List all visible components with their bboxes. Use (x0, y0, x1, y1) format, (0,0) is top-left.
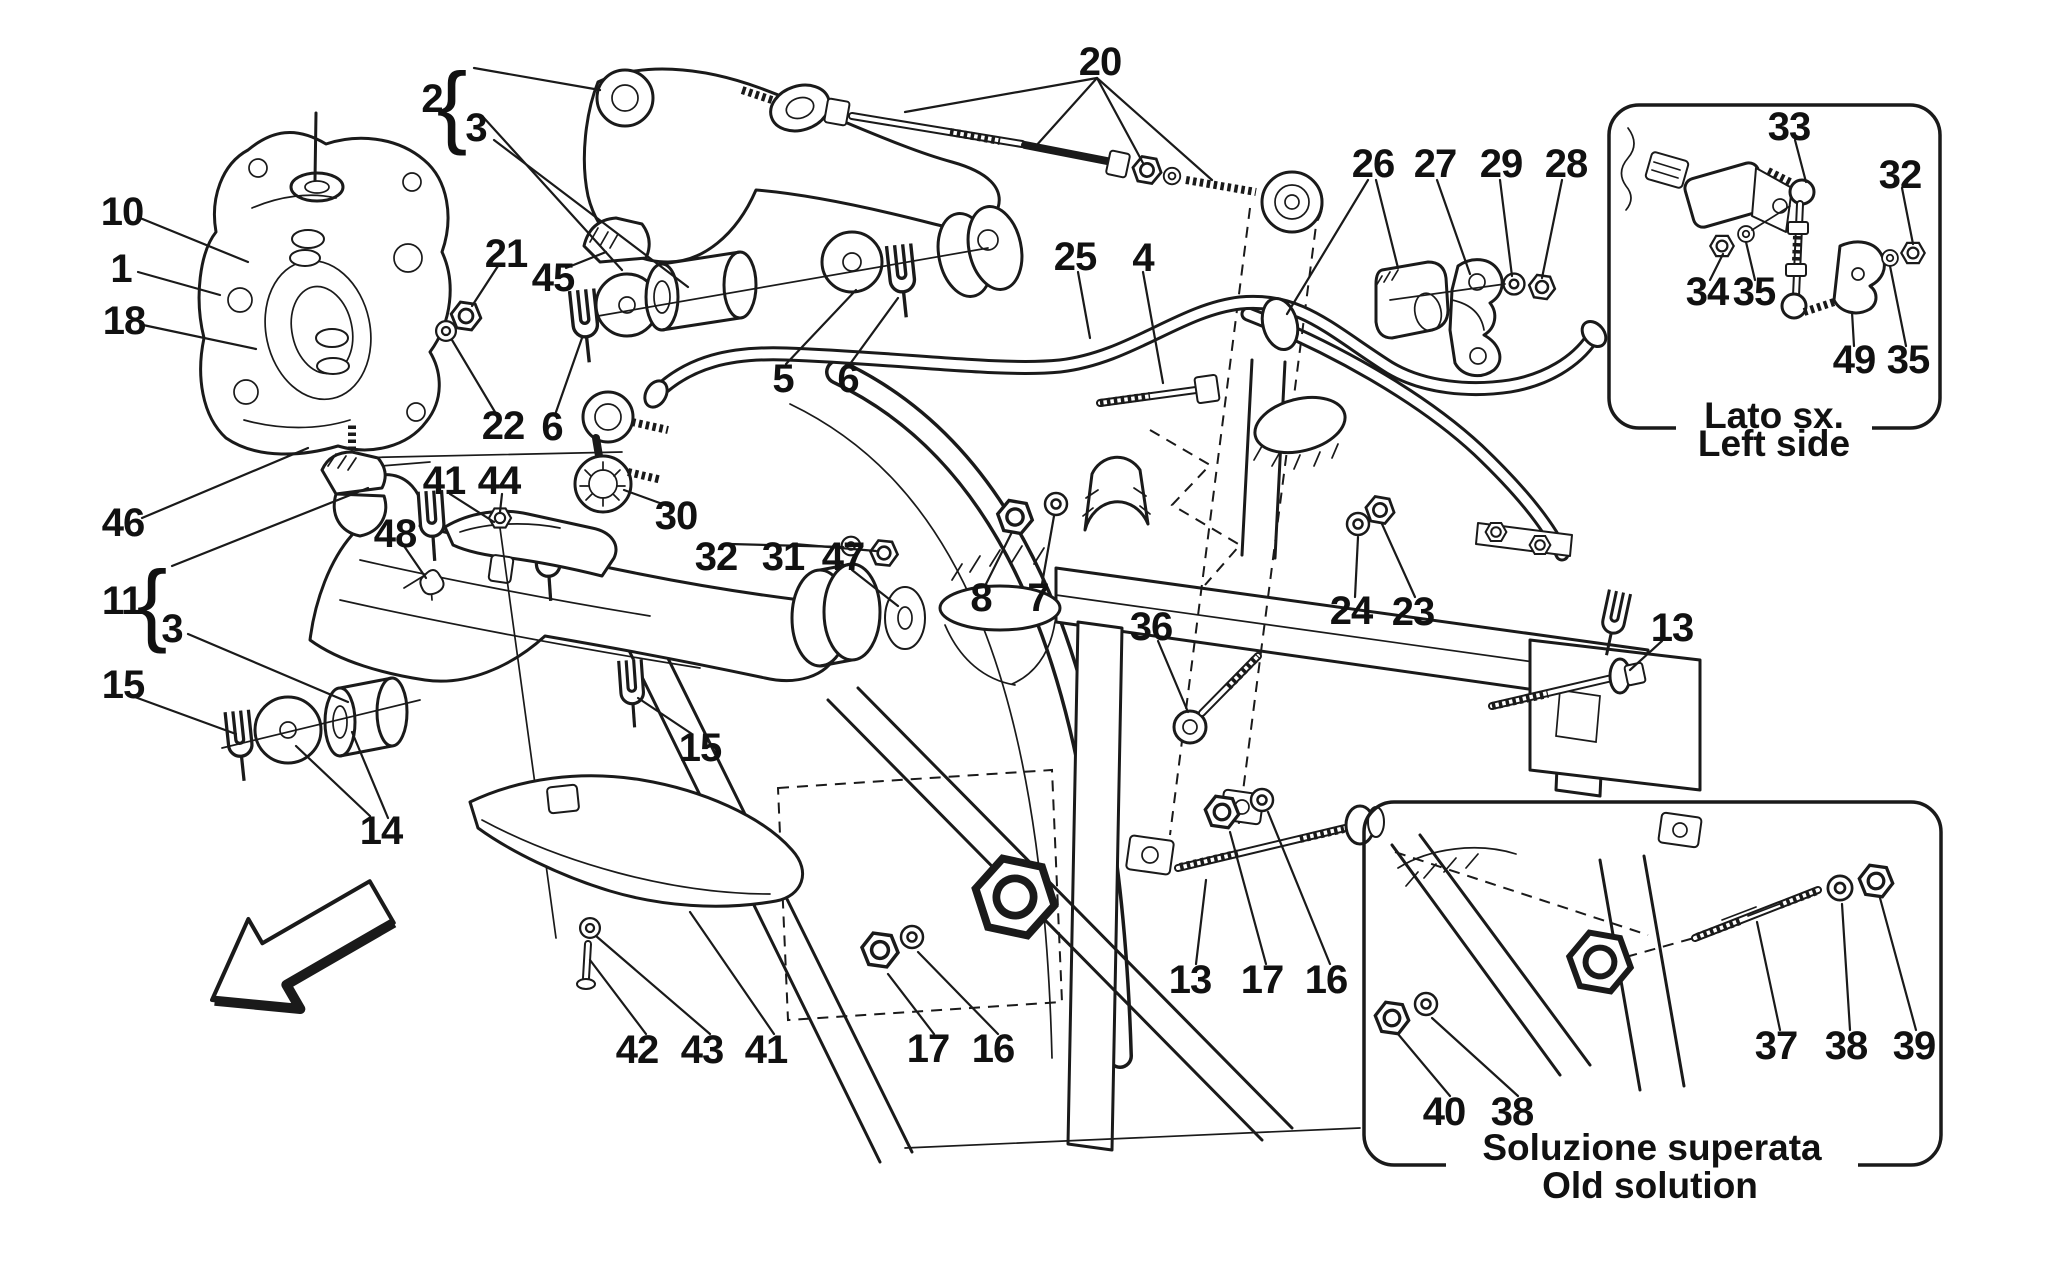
callout-8-35: 8 (970, 576, 992, 620)
callout-2-0: 2 (421, 77, 443, 121)
inset-left-side (1607, 103, 1942, 436)
callout-14-42: 14 (359, 809, 403, 853)
callout-17-49: 17 (1240, 958, 1284, 1002)
upper-wishbone (567, 67, 1024, 366)
callout-group-brace-1: { (136, 552, 168, 655)
callout-23-38: 23 (1391, 590, 1435, 634)
callout-35-21: 35 (1732, 270, 1776, 314)
callout-42-43: 42 (615, 1028, 659, 1072)
callout-48-28: 48 (373, 512, 417, 556)
callout-28-17: 28 (1544, 142, 1588, 186)
callout-29-16: 29 (1479, 142, 1523, 186)
callout-32-32: 32 (694, 535, 738, 579)
callout-46-24: 46 (101, 501, 145, 545)
callout-26-14: 26 (1351, 142, 1395, 186)
callout-17-46: 17 (906, 1027, 950, 1071)
callout-31-33: 31 (761, 535, 805, 579)
callout-10-2: 10 (100, 190, 144, 234)
callout-45-6: 45 (531, 256, 575, 300)
callout-18-4: 18 (102, 299, 146, 343)
callout-35-23: 35 (1886, 338, 1930, 382)
callout-37-51: 37 (1754, 1024, 1798, 1068)
bar-clamp-parts (1374, 258, 1558, 378)
callout-7-36: 7 (1027, 576, 1049, 620)
callout-group-brace-0: { (436, 54, 468, 157)
callout-41-45: 41 (744, 1028, 788, 1072)
callout-15-27: 15 (101, 663, 145, 707)
callout-25-12: 25 (1053, 235, 1097, 279)
callout-32-19: 32 (1878, 153, 1922, 197)
callout-4-13: 4 (1132, 236, 1154, 280)
inset-old-solution (1362, 800, 1943, 1172)
callout-36-39: 36 (1129, 605, 1173, 649)
callout-27-15: 27 (1413, 142, 1457, 186)
loose-fasteners (840, 373, 1647, 970)
callout-40-54: 40 (1422, 1090, 1466, 1134)
callout-11-25: 11 (101, 579, 143, 623)
inset-caption-lato-sx: Lato sx. (1704, 395, 1844, 436)
callout-30-31: 30 (654, 494, 698, 538)
inset-caption-old-solution: Old solution (1542, 1165, 1758, 1206)
stabilizer-link (573, 390, 669, 514)
callout-22-7: 22 (481, 404, 525, 448)
callout-20-11: 20 (1078, 40, 1122, 84)
heat-shield (443, 507, 618, 939)
callout-39-53: 39 (1892, 1024, 1936, 1068)
direction-arrow-icon (210, 879, 397, 1015)
callout-16-50: 16 (1304, 958, 1348, 1002)
callout-41-29: 41 (422, 459, 466, 503)
callout-15-41: 15 (678, 726, 722, 770)
lower-wishbone (221, 424, 926, 784)
callout-43-44: 43 (680, 1028, 724, 1072)
washer-47 (884, 586, 926, 650)
callout-49-22: 49 (1832, 338, 1876, 382)
callout-21-5: 21 (484, 232, 528, 276)
callout-16-47: 16 (971, 1027, 1015, 1071)
callout-24-37: 24 (1329, 589, 1373, 633)
callout-13-40: 13 (1650, 606, 1694, 650)
callout-5-9: 5 (772, 357, 794, 401)
balljoint-saddle-46 (320, 450, 387, 496)
callout-3-1: 3 (465, 106, 487, 150)
tie-rod-assembly (740, 83, 1324, 234)
clip-48 (419, 569, 445, 596)
lower-cover (403, 569, 804, 990)
callout-34-20: 34 (1685, 270, 1729, 314)
callout-6-10: 6 (837, 357, 859, 401)
callout-44-30: 44 (477, 459, 521, 503)
inset-caption-left-side: Left side (1697, 423, 1851, 464)
callout-6-8: 6 (541, 405, 563, 449)
callout-38-55: 38 (1490, 1090, 1534, 1134)
callout-1-3: 1 (110, 247, 132, 291)
inset-caption-soluzione-superata: Soluzione superata (1482, 1127, 1822, 1168)
bump-stop-saddle (582, 216, 651, 264)
callout-13-48: 13 (1168, 958, 1212, 1002)
callout-3-26: 3 (161, 607, 183, 651)
callout-38-52: 38 (1824, 1024, 1868, 1068)
callout-33-18: 33 (1767, 105, 1811, 149)
callout-47-34: 47 (821, 535, 865, 579)
leader-lines (130, 66, 1918, 1098)
